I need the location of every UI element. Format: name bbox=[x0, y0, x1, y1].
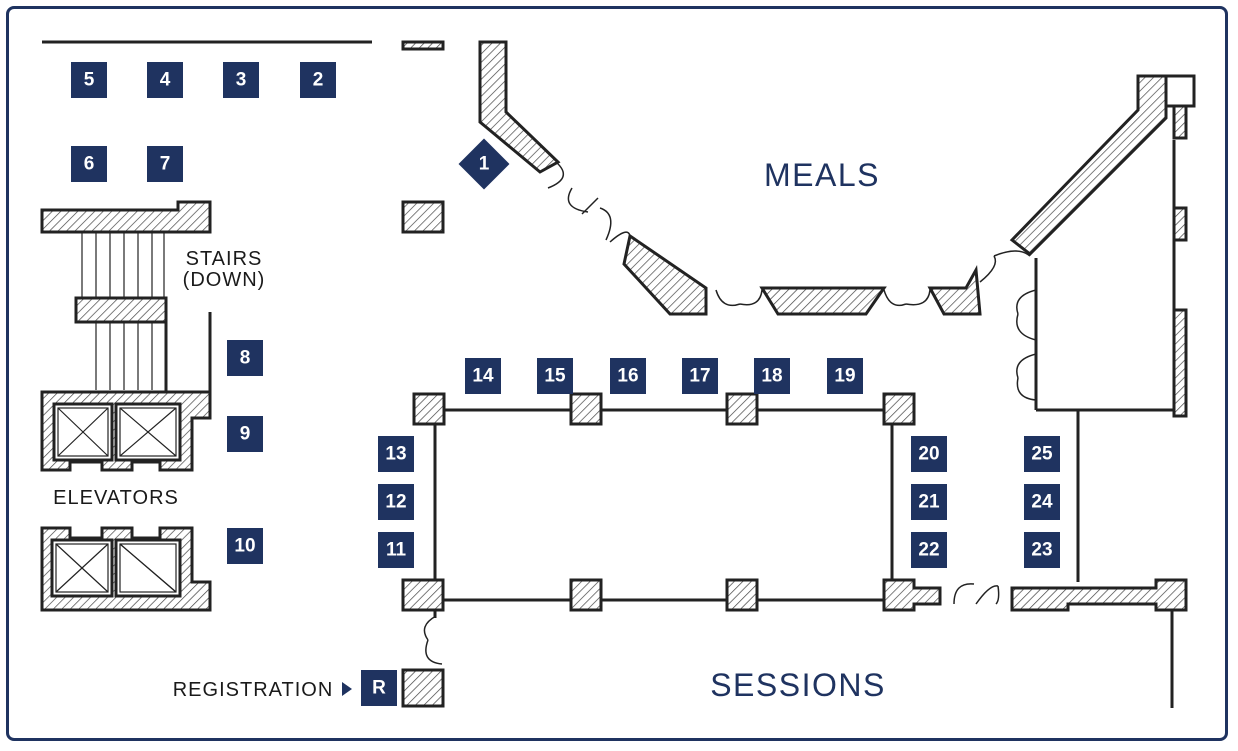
booth-1[interactable]: 1 bbox=[458, 138, 510, 190]
pillar bbox=[401, 668, 445, 708]
svg-text:23: 23 bbox=[1031, 540, 1052, 561]
svg-text:13: 13 bbox=[385, 444, 406, 465]
svg-text:12: 12 bbox=[385, 492, 406, 513]
registration-label: REGISTRATION bbox=[173, 679, 334, 701]
booth-24[interactable]: 24 bbox=[1024, 484, 1060, 520]
pillar bbox=[401, 578, 445, 612]
stairs-landing bbox=[74, 296, 168, 324]
booth-9[interactable]: 9 bbox=[227, 416, 263, 452]
svg-text:24: 24 bbox=[1031, 492, 1053, 513]
door-icon bbox=[547, 161, 1037, 401]
svg-text:18: 18 bbox=[761, 366, 782, 387]
svg-text:5: 5 bbox=[84, 70, 95, 91]
room-label-meals: MEALS bbox=[764, 157, 880, 193]
door-icon bbox=[423, 583, 1000, 665]
booth-11[interactable]: 11 bbox=[378, 532, 414, 568]
svg-text:10: 10 bbox=[234, 536, 255, 557]
booth-13[interactable]: 13 bbox=[378, 436, 414, 472]
booth-6[interactable]: 6 bbox=[71, 146, 107, 182]
stairs-direction-label: (DOWN) bbox=[183, 269, 266, 291]
booth-7[interactable]: 7 bbox=[147, 146, 183, 182]
arrow-right-icon bbox=[342, 682, 352, 696]
svg-text:3: 3 bbox=[236, 70, 247, 91]
wall-segment bbox=[401, 40, 445, 51]
booth-17[interactable]: 17 bbox=[682, 358, 718, 394]
meals-wall-south bbox=[759, 286, 887, 316]
booth-21[interactable]: 21 bbox=[911, 484, 947, 520]
pillar bbox=[882, 392, 916, 426]
svg-text:25: 25 bbox=[1031, 444, 1053, 465]
booth-8[interactable]: 8 bbox=[227, 340, 263, 376]
pillar bbox=[412, 392, 446, 426]
svg-text:7: 7 bbox=[160, 154, 171, 175]
registration-booth[interactable]: R bbox=[361, 670, 397, 706]
pillar bbox=[569, 392, 603, 426]
svg-text:17: 17 bbox=[689, 366, 710, 387]
svg-text:2: 2 bbox=[313, 70, 324, 91]
svg-text:21: 21 bbox=[918, 492, 940, 513]
meals-wall-southeast bbox=[927, 265, 982, 316]
booth-4[interactable]: 4 bbox=[147, 62, 183, 98]
svg-text:22: 22 bbox=[918, 540, 939, 561]
wall-segment bbox=[1172, 308, 1188, 418]
sessions-wall-north bbox=[1010, 578, 1188, 612]
booth-19[interactable]: 19 bbox=[827, 358, 863, 394]
wall-segment bbox=[1172, 104, 1188, 140]
booth-25[interactable]: 25 bbox=[1024, 436, 1060, 472]
svg-text:8: 8 bbox=[240, 348, 251, 369]
booth-22[interactable]: 22 bbox=[911, 532, 947, 568]
svg-text:15: 15 bbox=[544, 366, 566, 387]
booth-23[interactable]: 23 bbox=[1024, 532, 1060, 568]
svg-text:16: 16 bbox=[617, 366, 638, 387]
pillar bbox=[725, 392, 759, 426]
pillar bbox=[725, 578, 759, 612]
elevators-label: ELEVATORS bbox=[53, 487, 179, 509]
booth-2[interactable]: 2 bbox=[300, 62, 336, 98]
svg-text:20: 20 bbox=[918, 444, 939, 465]
wall-segment bbox=[1164, 74, 1196, 108]
booth-5[interactable]: 5 bbox=[71, 62, 107, 98]
meals-wall-northeast bbox=[1009, 74, 1168, 256]
svg-text:1: 1 bbox=[479, 154, 490, 175]
booth-12[interactable]: 12 bbox=[378, 484, 414, 520]
room-label-sessions: SESSIONS bbox=[710, 667, 886, 703]
booth-15[interactable]: 15 bbox=[537, 358, 573, 394]
pillar bbox=[401, 200, 445, 234]
stairs-icon bbox=[81, 232, 165, 390]
svg-text:R: R bbox=[372, 678, 386, 699]
booth-10[interactable]: 10 bbox=[227, 528, 263, 564]
meals-wall-southwest bbox=[622, 233, 708, 316]
stairs-wall-top bbox=[40, 200, 212, 234]
svg-text:9: 9 bbox=[240, 424, 251, 445]
wall-segment bbox=[1172, 206, 1188, 242]
svg-text:6: 6 bbox=[84, 154, 95, 175]
meals-wall-northwest bbox=[478, 40, 561, 174]
booth-18[interactable]: 18 bbox=[754, 358, 790, 394]
pillar bbox=[882, 578, 942, 612]
stairs-label: STAIRS bbox=[186, 248, 263, 270]
booth-14[interactable]: 14 bbox=[465, 358, 501, 394]
svg-text:4: 4 bbox=[160, 70, 171, 91]
pillar bbox=[569, 578, 603, 612]
svg-text:19: 19 bbox=[834, 366, 855, 387]
booth-20[interactable]: 20 bbox=[911, 436, 947, 472]
svg-text:11: 11 bbox=[386, 540, 407, 561]
booth-3[interactable]: 3 bbox=[223, 62, 259, 98]
svg-text:14: 14 bbox=[472, 366, 494, 387]
booth-16[interactable]: 16 bbox=[610, 358, 646, 394]
